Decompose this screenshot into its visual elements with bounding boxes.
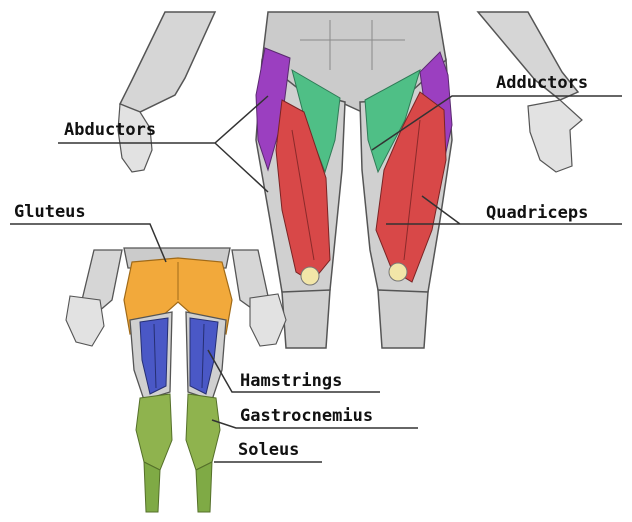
front-right-lower-leg (378, 290, 428, 348)
front-left-lower-leg (282, 290, 330, 348)
back-right-gastrocnemius (186, 394, 220, 470)
back-right-soleus (196, 462, 212, 512)
front-right-kneecap (389, 263, 407, 281)
front-left-kneecap (301, 267, 319, 285)
adductors-label: Adductors (496, 73, 588, 93)
abductors-leader (58, 96, 268, 192)
front-left-arm (120, 12, 215, 112)
front-right-hand (528, 100, 582, 172)
back-left-hand (66, 296, 104, 346)
gastrocnemius-label: Gastrocnemius (240, 406, 373, 426)
quadriceps-label: Quadriceps (486, 203, 588, 223)
back-left-soleus (144, 462, 160, 512)
back-left-gastrocnemius (136, 394, 172, 470)
abductors-label: Abductors (64, 120, 156, 140)
gluteus-label: Gluteus (14, 202, 86, 222)
hamstrings-label: Hamstrings (240, 371, 342, 391)
soleus-label: Soleus (238, 440, 299, 460)
back-right-hand (250, 294, 286, 346)
